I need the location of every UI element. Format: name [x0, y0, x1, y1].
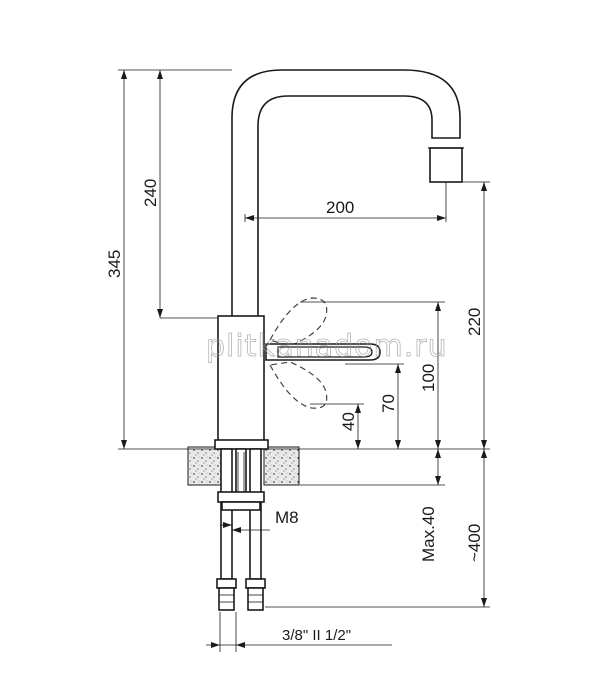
dim-label-100: 100 [419, 364, 438, 392]
dim-label-240: 240 [141, 179, 160, 207]
dim-label-40: 40 [339, 412, 358, 431]
dim-label-max40: Max.40 [419, 506, 438, 562]
dim-label-345: 345 [105, 250, 124, 278]
aerator [429, 147, 463, 183]
underside-connections [216, 448, 266, 611]
dim-label-220: 220 [465, 308, 484, 336]
lever-handle [265, 297, 381, 409]
dim-label-400: ~400 [465, 524, 484, 562]
dim-label-200: 200 [326, 198, 354, 217]
dim-label-connection: 3/8" II 1/2" [282, 627, 351, 644]
dim-label-m8: M8 [275, 508, 299, 527]
dimension-arrows [121, 70, 487, 648]
countertop-section [118, 446, 490, 486]
watermark-text: plitkanadom.ru [206, 329, 448, 364]
dimension-lines [118, 69, 490, 652]
faucet-body [214, 69, 464, 450]
dim-label-70: 70 [379, 394, 398, 413]
base-flange [214, 439, 269, 450]
faucet-column [217, 315, 265, 442]
